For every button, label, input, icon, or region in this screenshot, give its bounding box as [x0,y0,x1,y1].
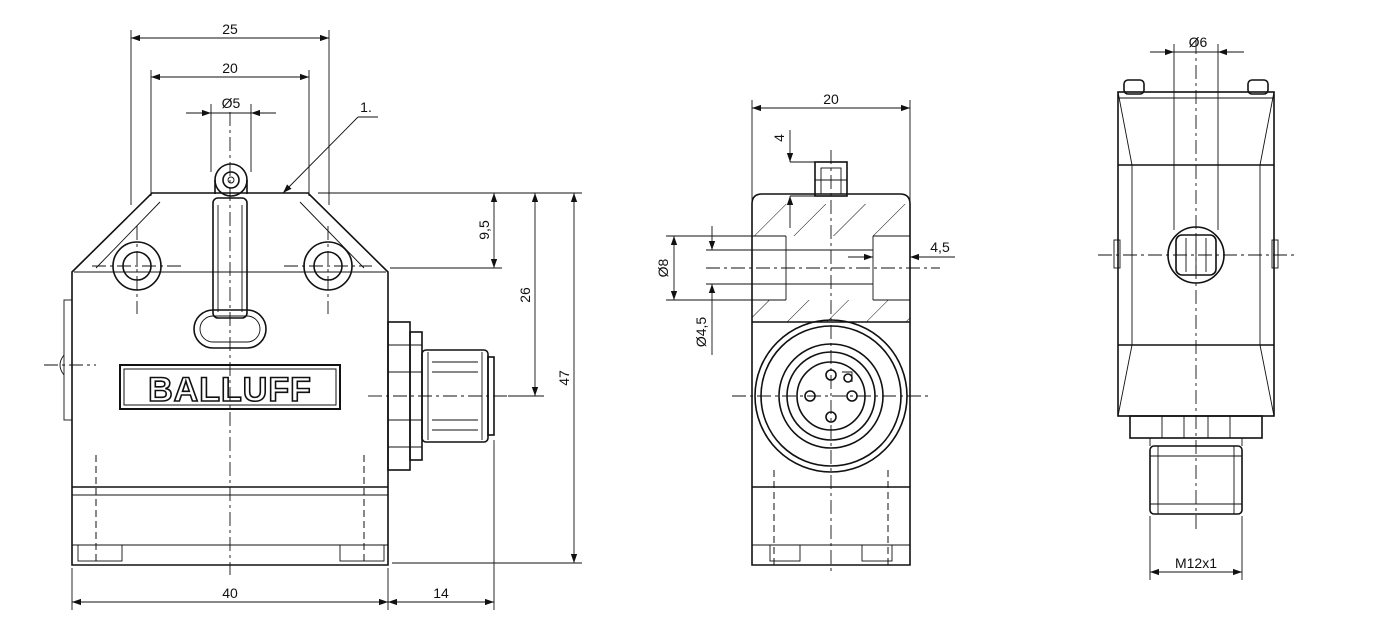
dim-plunger: 4 [771,134,787,142]
dim-width-top: 25 [222,21,238,37]
rear-view: Ø6 M12x1 [1098,34,1294,580]
dim-height-b: 26 [517,287,533,303]
dim-rear-plunger-dia: Ø6 [1189,34,1208,50]
dim-thread: M12x1 [1175,555,1217,571]
roller [214,163,248,197]
dim-height-total: 47 [556,370,572,386]
front-view: BALLUFF 25 [44,21,582,610]
dim-roller-dia: Ø5 [222,95,241,111]
dim-connector-depth: 14 [433,585,449,601]
dim-width-inner: 20 [222,60,238,76]
side-view: 20 4 Ø8 Ø4,5 4,5 [655,91,955,575]
dim-bore-depth: 4,5 [930,239,950,255]
dim-side-width: 20 [823,91,839,107]
dim-bore-large: Ø8 [655,258,671,277]
callout-label: 1. [360,99,372,115]
dim-bore-small: Ø4,5 [693,317,709,348]
dim-width-total: 40 [222,585,238,601]
dim-height-a: 9,5 [476,220,492,240]
front-body-outline [71,192,389,566]
logo-text: BALLUFF [148,371,312,409]
